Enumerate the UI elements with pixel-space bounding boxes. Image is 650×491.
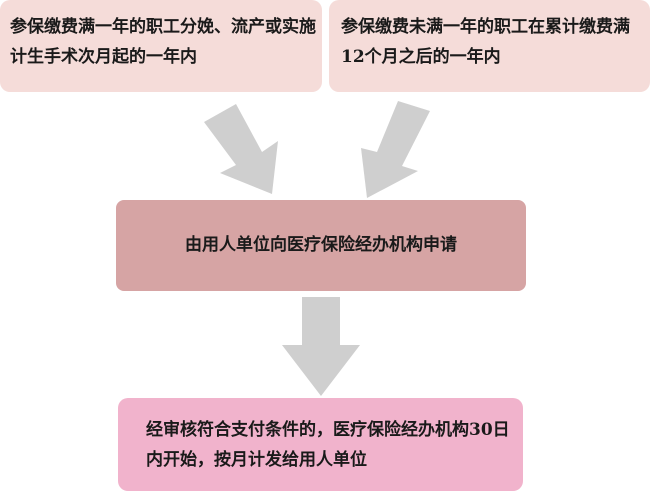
payment-step-text: 经审核符合支付条件的，医疗保险经办机构30日内开始，按月计发给用人单位 [146,420,510,470]
condition-text: 参保缴费未满一年的职工在累计缴费满12个月之后的一年内 [341,17,630,67]
arrow-down-icon [282,297,360,396]
payment-step-box: 经审核符合支付条件的，医疗保险经办机构30日内开始，按月计发给用人单位 [118,398,523,491]
application-step-text: 由用人单位向医疗保险经办机构申请 [185,235,457,255]
condition-box-contributed-less-than-one-year: 参保缴费未满一年的职工在累计缴费满12个月之后的一年内 [329,0,650,92]
condition-box-contributed-one-year: 参保缴费满一年的职工分娩、流产或实施计生手术次月起的一年内 [0,0,322,92]
arrow-down-right-icon [204,104,278,194]
condition-text: 参保缴费满一年的职工分娩、流产或实施计生手术次月起的一年内 [10,17,316,67]
application-step-box: 由用人单位向医疗保险经办机构申请 [116,200,526,291]
arrow-down-left-icon [361,101,430,198]
